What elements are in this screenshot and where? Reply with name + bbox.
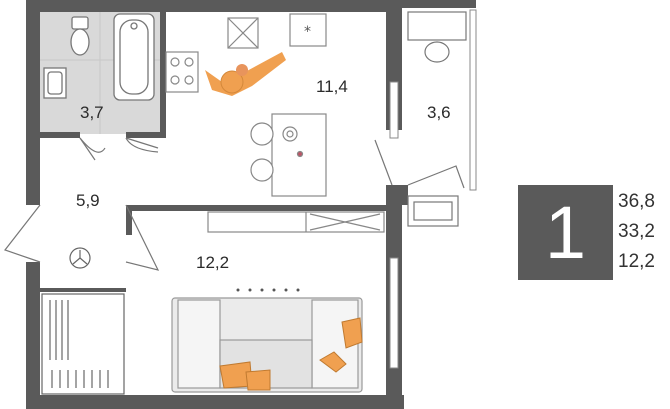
tv-console <box>207 211 385 233</box>
room-count: 1 <box>544 190 587 274</box>
room-area-hall: 5,9 <box>76 191 100 210</box>
wc-fixtures <box>407 11 467 227</box>
room-area-kitchen: 11,4 <box>316 77 348 96</box>
person-figure <box>205 52 286 96</box>
total-area: 36,8 <box>618 191 655 212</box>
kitchen-area: 12,2 <box>618 251 655 272</box>
windows <box>389 9 477 369</box>
floor-plan: * <box>4 0 477 409</box>
ceiling-lamp-icon <box>69 247 91 269</box>
wardrobe <box>41 293 125 395</box>
room-area-wc: 3,6 <box>427 103 451 122</box>
living-area: 33,2 <box>618 221 655 242</box>
room-area-bathroom: 3,7 <box>80 103 104 122</box>
kitchen-counter: * <box>165 13 327 93</box>
dining-table <box>271 113 327 197</box>
room-count-badge: 1 <box>518 185 613 280</box>
doors <box>4 137 465 271</box>
svg-text:*: * <box>304 24 311 40</box>
area-summary: 36,8 33,2 12,2 <box>618 187 670 277</box>
room-area-bedroom: 12,2 <box>196 253 229 272</box>
pillows <box>219 317 363 391</box>
toilet-bathroom <box>70 16 90 56</box>
dining-chairs <box>250 122 274 182</box>
sink-bathroom <box>43 67 67 99</box>
bathtub <box>113 13 155 101</box>
